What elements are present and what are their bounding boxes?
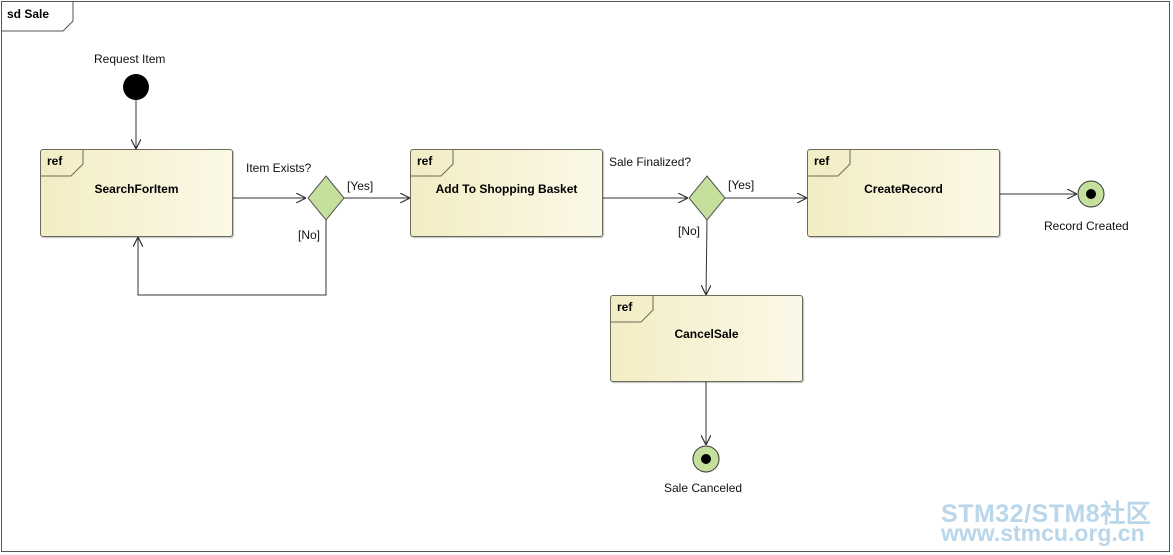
watermark-line1: STM32/STM8社区	[941, 500, 1152, 528]
initial-node	[123, 74, 149, 100]
decision2-yes-guard: [Yes]	[728, 178, 755, 192]
ref-search-for-item[interactable]: ref SearchForItem	[40, 149, 233, 237]
ref-keyword: ref	[617, 300, 633, 314]
ref-title-basket: Add To Shopping Basket	[435, 182, 578, 196]
ref-cancel-sale[interactable]: ref CancelSale	[610, 295, 803, 382]
decision2-question: Sale Finalized?	[609, 155, 692, 169]
ref-notch-icon	[611, 296, 654, 323]
decision1-no-guard: [No]	[298, 228, 321, 242]
ref-keyword: ref	[417, 154, 433, 168]
ref-notch-icon	[411, 150, 454, 177]
final-node-record-created-dot	[1086, 189, 1096, 199]
ref-create-record[interactable]: ref CreateRecord	[807, 149, 1000, 237]
final-node-sale-canceled-dot	[701, 454, 711, 464]
decision1-yes-guard: [Yes]	[347, 179, 374, 193]
ref-notch-icon	[808, 150, 851, 177]
frame-title: sd Sale	[7, 7, 50, 21]
edge-d1-no-loop	[138, 220, 327, 296]
decision1-question: Item Exists?	[246, 161, 312, 175]
ref-title-create: CreateRecord	[864, 182, 943, 196]
ref-notch-icon	[41, 150, 84, 177]
final-label-sale-canceled: Sale Canceled	[664, 481, 743, 495]
final-label-record-created: Record Created	[1044, 219, 1129, 233]
watermark-line2: www.stmcu.org.cn	[941, 520, 1145, 546]
decision-node-item-exists	[307, 175, 345, 221]
decision-node-sale-finalized	[688, 175, 726, 221]
ref-title-cancel: CancelSale	[674, 327, 739, 341]
ref-add-to-shopping-basket[interactable]: ref Add To Shopping Basket	[410, 149, 603, 237]
frame-title-tab	[1, 1, 74, 32]
initial-node-label: Request Item	[94, 52, 166, 66]
decision2-no-guard: [No]	[678, 224, 701, 238]
edge-d2-no-to-cancel	[706, 219, 707, 295]
ref-keyword: ref	[47, 154, 63, 168]
ref-keyword: ref	[814, 154, 830, 168]
ref-title-search: SearchForItem	[94, 182, 179, 196]
